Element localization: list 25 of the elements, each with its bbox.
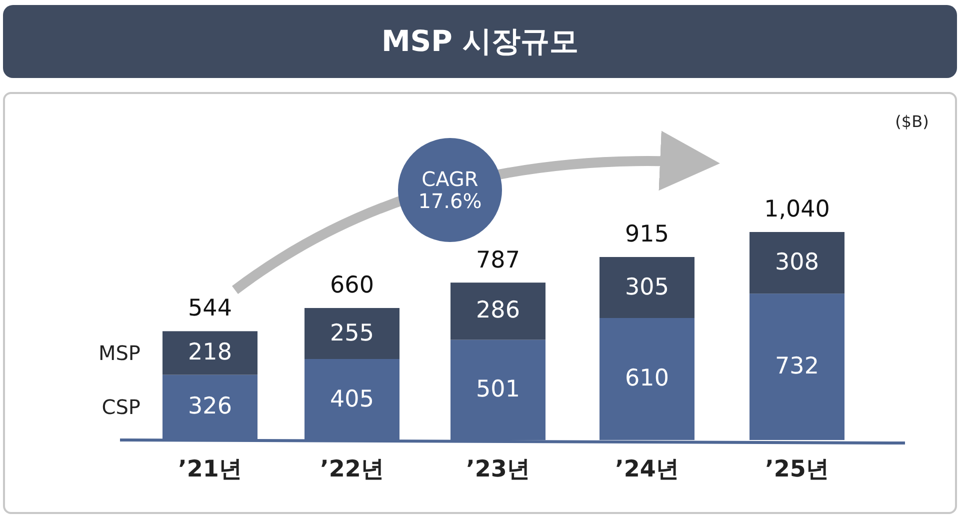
value-label: 218	[188, 340, 232, 366]
total-label: 1,040	[764, 197, 830, 223]
value-label: 732	[775, 354, 819, 380]
category-label: ’21년	[178, 457, 242, 483]
category-label: ’22년	[320, 457, 384, 483]
value-label: 305	[625, 274, 669, 300]
cagr-text: CAGR 17.6%	[417, 168, 483, 212]
value-label: 286	[476, 298, 520, 324]
total-label: 544	[188, 296, 232, 322]
category-label: ’25년	[765, 457, 829, 483]
series-label: CSP	[102, 396, 140, 418]
category-label: ’23년	[466, 457, 530, 483]
value-label: 501	[476, 377, 520, 403]
value-label: 405	[330, 386, 374, 412]
unit-label: ($B)	[895, 113, 929, 131]
value-label: 255	[330, 320, 374, 346]
value-label: 308	[775, 250, 819, 276]
total-label: 915	[625, 222, 669, 248]
total-label: 787	[476, 248, 520, 274]
total-label: 660	[330, 273, 374, 299]
value-label: 610	[625, 366, 669, 392]
value-label: 326	[188, 394, 232, 420]
title-bar: MSP 시장규모	[3, 5, 957, 78]
category-label: ’24년	[615, 457, 679, 483]
series-label: MSP	[98, 342, 140, 364]
